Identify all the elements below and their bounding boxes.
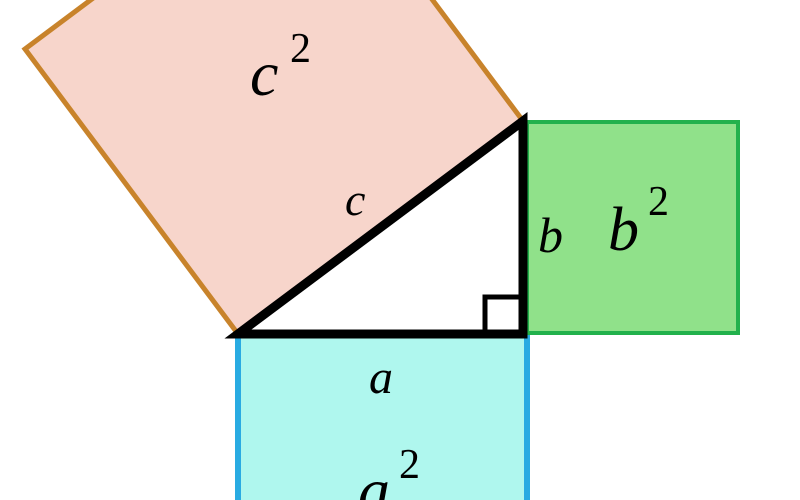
label-a-squared-exponent: 2 (399, 442, 420, 488)
label-side-b: b (538, 207, 563, 263)
label-c-squared: c 2 (250, 26, 311, 109)
label-side-c: c (345, 174, 365, 225)
label-b-squared-exponent: 2 (648, 179, 669, 225)
label-a-squared: a 2 (358, 442, 420, 500)
square-on-side-b (525, 120, 740, 335)
right-triangle (224, 112, 528, 339)
label-b-squared-base: b (608, 196, 639, 264)
label-c-squared-base: c (250, 38, 278, 109)
label-b-squared: b 2 (608, 179, 669, 264)
right-angle-marker (482, 294, 519, 331)
label-c-squared-exponent: 2 (290, 26, 311, 72)
label-a-squared-base: a (358, 455, 390, 500)
label-side-a: a (369, 351, 393, 404)
